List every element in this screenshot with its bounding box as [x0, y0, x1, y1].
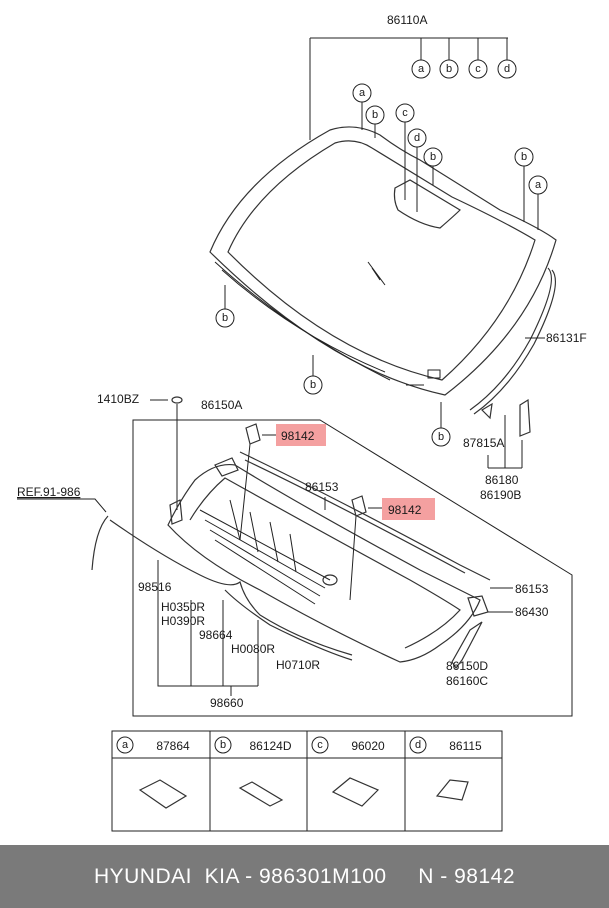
callout-b: b [310, 379, 316, 391]
label-side: 86430 [515, 605, 549, 619]
nozzle-left [245, 423, 261, 445]
label-molding: 86131F [546, 331, 587, 345]
footer-bar: HYUNDAI KIA - 986301M100 N - 98142 [0, 845, 609, 908]
bolt [171, 396, 183, 404]
cowl-frame [132, 419, 573, 717]
windshield-glass [209, 126, 557, 396]
label-assy: 98660 [210, 696, 244, 710]
callout-c: c [402, 107, 408, 119]
legend-cells: a 87864 b 86124D c 96020 d 86115 [116, 736, 482, 809]
seal-upper-edge [244, 459, 466, 574]
legend-callout-b [214, 736, 232, 754]
label-clip-86180: 86180 [485, 473, 519, 487]
label-clip-87815a: 87815A [463, 436, 504, 450]
legend-table [111, 730, 503, 832]
legend-key-d: d [415, 739, 421, 751]
callout-b: b [372, 109, 378, 121]
label-windshield: 86110A [387, 13, 427, 27]
callout-a: a [418, 63, 425, 75]
legend-part-a: 87864 [156, 739, 190, 753]
nozzle-right-leader [349, 507, 382, 601]
callout-d: d [504, 63, 510, 75]
label-h0390: H0390R [161, 614, 205, 628]
legend-callout-a [116, 736, 134, 754]
windshield-callouts: a b c d b b a b b b [215, 83, 548, 447]
legend-part-c: 96020 [351, 739, 385, 753]
callout-a: a [535, 179, 542, 191]
label-cowl-d: 86150D [446, 659, 488, 673]
nozzle-left-leader [239, 434, 276, 541]
callout-c: c [475, 63, 481, 75]
washer-hose [91, 515, 353, 656]
cowl-side-piece [451, 621, 483, 670]
clip-parts [481, 398, 531, 469]
label-seal-lower: 86153 [515, 582, 549, 596]
legend-key-c: c [317, 739, 323, 751]
callout-row-top: a b c d [411, 59, 517, 79]
callout-b: b [446, 63, 452, 75]
legend-key-b: b [220, 739, 226, 751]
legend-callout-c [311, 736, 329, 754]
callout-b: b [521, 151, 527, 163]
seal-upper [239, 451, 491, 581]
label-cowl: 86150A [201, 398, 242, 412]
callout-a: a [359, 87, 366, 99]
callout-b: b [430, 151, 436, 163]
callout-d: d [414, 132, 420, 144]
label-ref: REF.91-986 [17, 485, 81, 499]
label-bolt: 1410BZ [97, 392, 139, 406]
label-h0350: H0350R [161, 600, 205, 614]
nozzle-right [351, 495, 367, 517]
label-h0710: H0710R [276, 658, 320, 672]
legend-sketch-c [331, 777, 380, 807]
label-clip-86190b: 86190B [480, 488, 521, 502]
legend-key-a: a [122, 739, 129, 751]
legend-sketch-b [238, 781, 284, 807]
label-hose: 98516 [138, 580, 172, 594]
washer-hose-2 [224, 589, 353, 661]
label-h0080: H0080R [231, 642, 275, 656]
label-nozzle-right: 98142 [388, 503, 422, 517]
ref-leader [17, 498, 107, 513]
callout-b: b [438, 431, 444, 443]
legend-part-b: 86124D [249, 739, 291, 753]
label-nozzle-left: 98142 [281, 429, 315, 443]
nozzle-right-highlight [382, 498, 435, 520]
legend-part-d: 86115 [449, 739, 482, 753]
side-molding-edge [473, 269, 557, 415]
label-connector: 98664 [199, 628, 233, 642]
assy-bracket [157, 560, 259, 696]
legend-sketch-d [435, 779, 469, 801]
legend-callout-d [409, 736, 427, 754]
parts-diagram: 86110A a b c d a b c d b b a b b b [17, 13, 587, 832]
callout-b: b [222, 312, 228, 324]
footer-text: HYUNDAI KIA - 986301M100 N - 98142 [93, 864, 516, 888]
side-molding [469, 267, 552, 411]
windshield-leader [309, 37, 508, 140]
label-seal-upper: 86153 [305, 480, 339, 494]
legend-sketch-a [138, 779, 188, 809]
nozzle-left-highlight [276, 424, 326, 446]
cowl-panel [167, 457, 489, 663]
label-cowl-c: 86160C [446, 674, 488, 688]
